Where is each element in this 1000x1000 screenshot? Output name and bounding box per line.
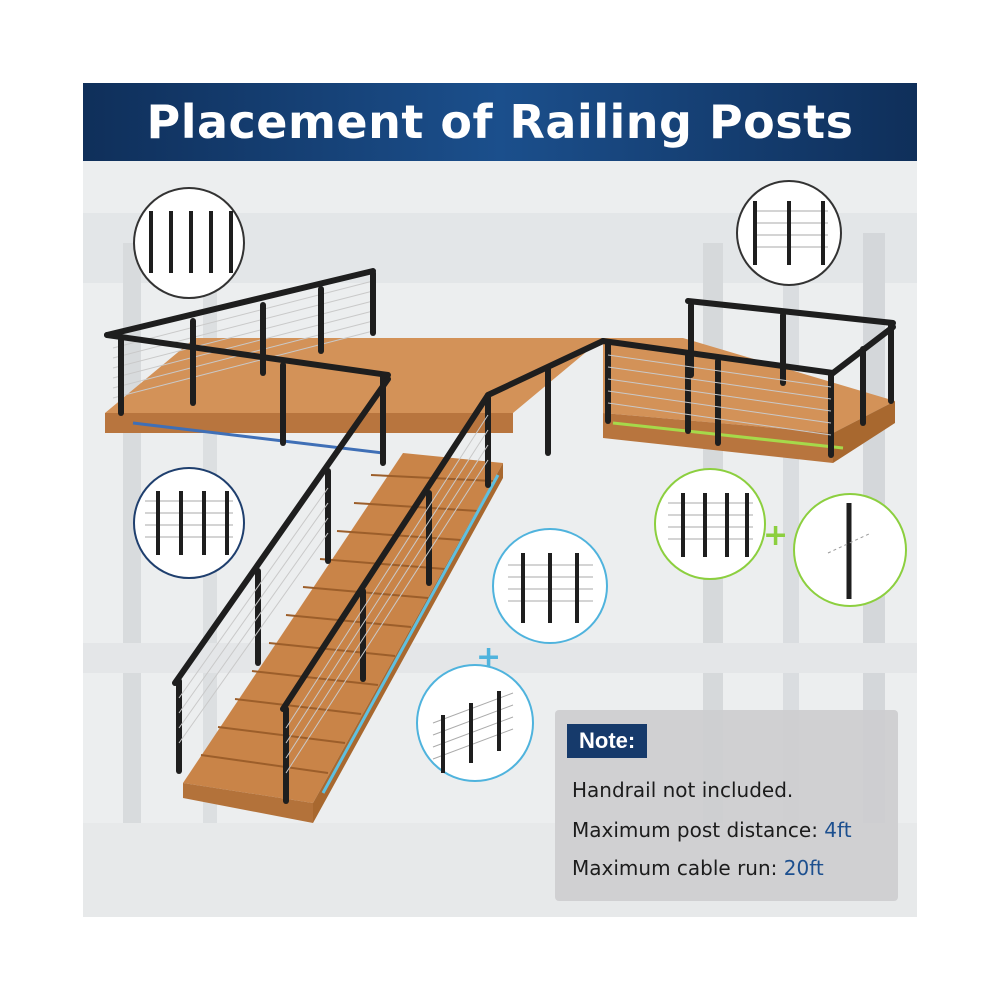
upper-deck-front bbox=[105, 413, 513, 433]
note-line-handrail: Handrail not included. bbox=[572, 778, 793, 802]
stair-railing-right bbox=[280, 338, 606, 804]
deck-scene bbox=[104, 180, 907, 823]
right-deck-railing bbox=[600, 298, 896, 458]
illustration-stage: Placement of Railing Posts bbox=[83, 83, 917, 917]
stair-cables bbox=[178, 414, 489, 774]
callout-end-posts bbox=[133, 187, 245, 299]
title-bar: Placement of Railing Posts bbox=[83, 83, 917, 161]
right-deck-side bbox=[833, 401, 895, 463]
plus-sign-cyan: + bbox=[476, 640, 502, 675]
note-box: Note: Handrail not included. Maximum pos… bbox=[555, 710, 898, 901]
note-line-post-distance: Maximum post distance: 4ft bbox=[572, 818, 852, 842]
callout-corner-posts bbox=[736, 180, 842, 286]
note-cable-run-value: 20ft bbox=[783, 856, 824, 880]
note-cable-run-label: Maximum cable run: bbox=[572, 856, 784, 880]
plus-sign-green: + bbox=[763, 518, 789, 553]
note-heading: Note: bbox=[567, 724, 648, 758]
callout-intermediate-posts bbox=[133, 467, 245, 579]
note-post-distance-label: Maximum post distance: bbox=[572, 818, 825, 842]
note-handrail-text: Handrail not included. bbox=[572, 778, 794, 802]
deck-edge-highlight-green bbox=[612, 421, 844, 450]
note-line-cable-run: Maximum cable run: 20ft bbox=[572, 856, 824, 880]
stair-edge-highlight-cyan bbox=[321, 474, 500, 794]
callout-level-posts bbox=[654, 468, 766, 580]
callout-corner-post-single bbox=[793, 493, 907, 607]
callout-stair-top-posts bbox=[492, 528, 608, 644]
right-deck-cables bbox=[607, 354, 832, 436]
upper-deck-top bbox=[105, 338, 603, 413]
page-title: Placement of Railing Posts bbox=[146, 95, 854, 149]
callout-stair-angled-posts bbox=[416, 664, 534, 782]
note-post-distance-value: 4ft bbox=[824, 818, 852, 842]
